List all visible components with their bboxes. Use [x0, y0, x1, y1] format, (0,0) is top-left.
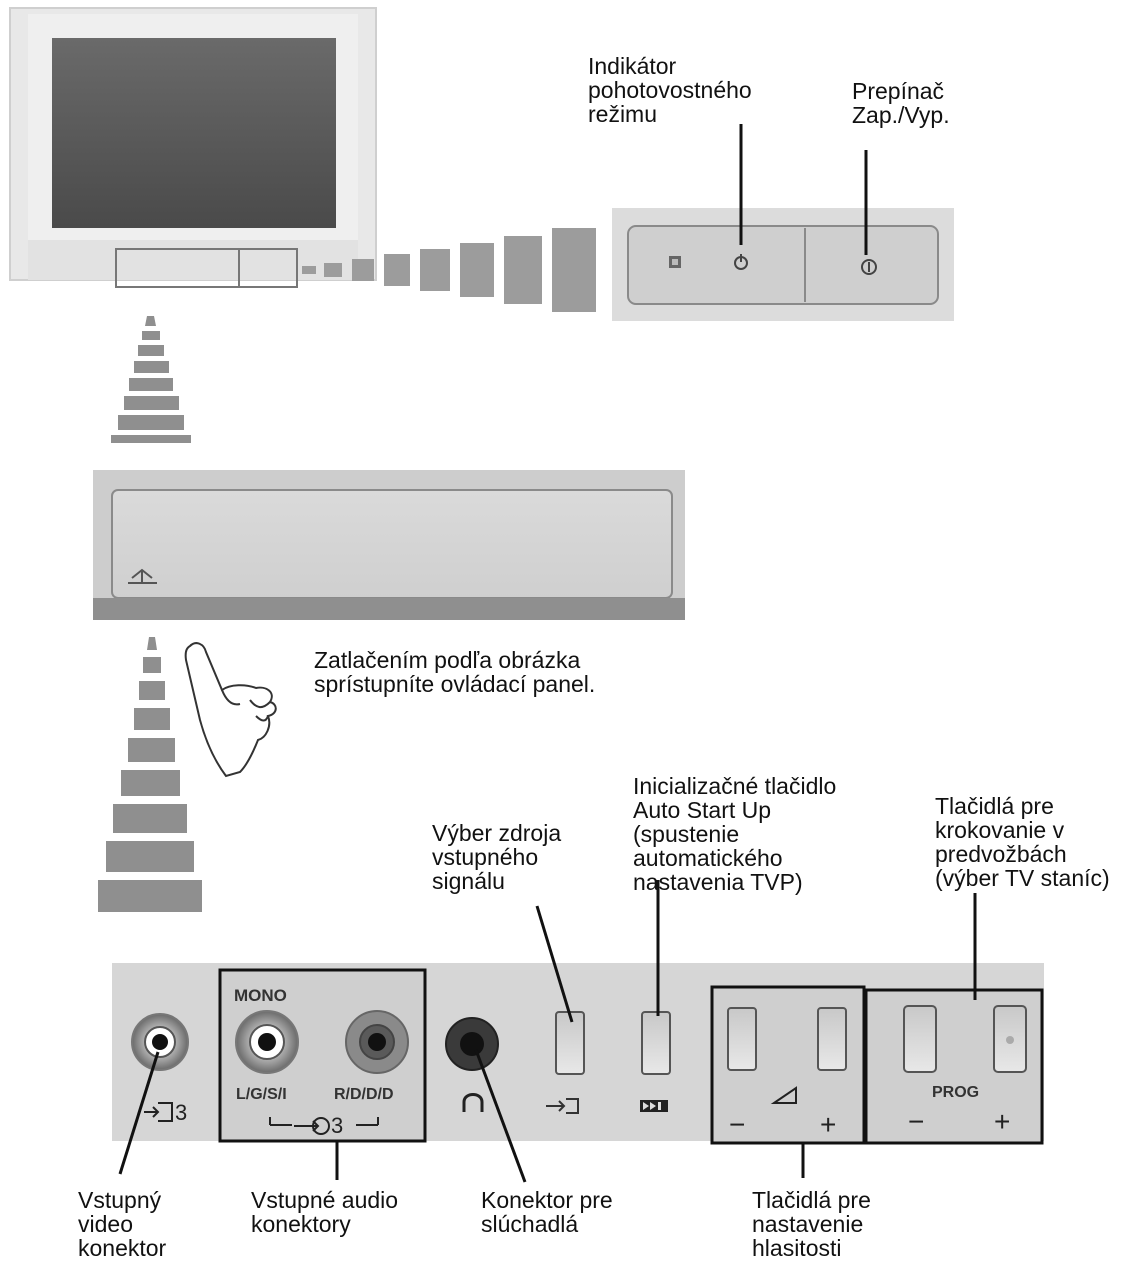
volume-plus-label: + — [820, 1109, 837, 1140]
input-select-icon — [546, 1098, 579, 1114]
left-channel-label: L/G/S/I — [236, 1086, 287, 1103]
video-input-number: 3 — [175, 1100, 188, 1125]
callout-standby-indicator: Indikátor pohotovostného režimu — [588, 53, 752, 127]
callout-power-switch: Prepínač Zap./Vyp. — [852, 78, 950, 128]
headphone-icon — [462, 1093, 484, 1112]
video-input-jack — [131, 1013, 189, 1071]
audio-right-jack — [345, 1010, 409, 1074]
front-cover — [93, 470, 685, 620]
volume-minus-button — [727, 1007, 757, 1071]
right-channel-label: R/D/D/D — [334, 1086, 394, 1103]
volume-minus-label: − — [729, 1109, 746, 1140]
eject-icon — [128, 568, 157, 584]
auto-start-button — [641, 1011, 671, 1075]
power-switch-icon — [861, 259, 877, 275]
prog-plus-label: + — [994, 1106, 1011, 1137]
callout-input-select: Výber zdroja vstupného signálu — [432, 820, 562, 894]
prog-label: PROG — [932, 1084, 980, 1101]
audio-input-number: 3 — [331, 1113, 344, 1138]
audio-left-jack — [235, 1010, 299, 1074]
push-instruction: Zatlačením podľa obrázka sprístupníte ov… — [314, 647, 596, 697]
callout-volume-buttons: Tlačidlá pre nastavenie hlasitosti — [752, 1187, 871, 1261]
control-panel — [112, 963, 1044, 1145]
hand-pointer-icon — [184, 642, 277, 778]
callout-headphone-connector: Konektor pre slúchadlá — [481, 1187, 613, 1237]
callout-auto-start: Inicializačné tlačidlo Auto Start Up (sp… — [633, 773, 837, 895]
mono-label: MONO — [234, 986, 287, 1005]
headphone-jack — [445, 1017, 499, 1071]
tv-set — [9, 7, 377, 288]
zoom-bars-lower — [98, 637, 202, 912]
power-panel-detail — [612, 208, 954, 321]
tv-screen — [52, 38, 336, 228]
auto-start-icon — [640, 1100, 668, 1112]
tv-panel-highlight — [115, 248, 298, 288]
input-select-button — [555, 1011, 585, 1075]
volume-plus-button — [817, 1007, 847, 1071]
volume-icon — [770, 1086, 797, 1104]
audio-input-symbol — [269, 1117, 379, 1135]
callout-video-connector: Vstupný video konektor — [78, 1187, 167, 1261]
callout-prog-buttons: Tlačidlá pre krokovanie v predvožbách (v… — [935, 793, 1110, 891]
prog-minus-button — [903, 1005, 937, 1073]
callout-audio-connectors: Vstupné audio konektory — [251, 1187, 399, 1237]
zoom-bars-right — [302, 228, 596, 312]
leader-lines-bottom — [118, 880, 977, 1183]
zoom-bars-upper — [111, 316, 191, 443]
video-input-symbol — [144, 1102, 173, 1122]
prog-minus-label: − — [908, 1106, 925, 1137]
